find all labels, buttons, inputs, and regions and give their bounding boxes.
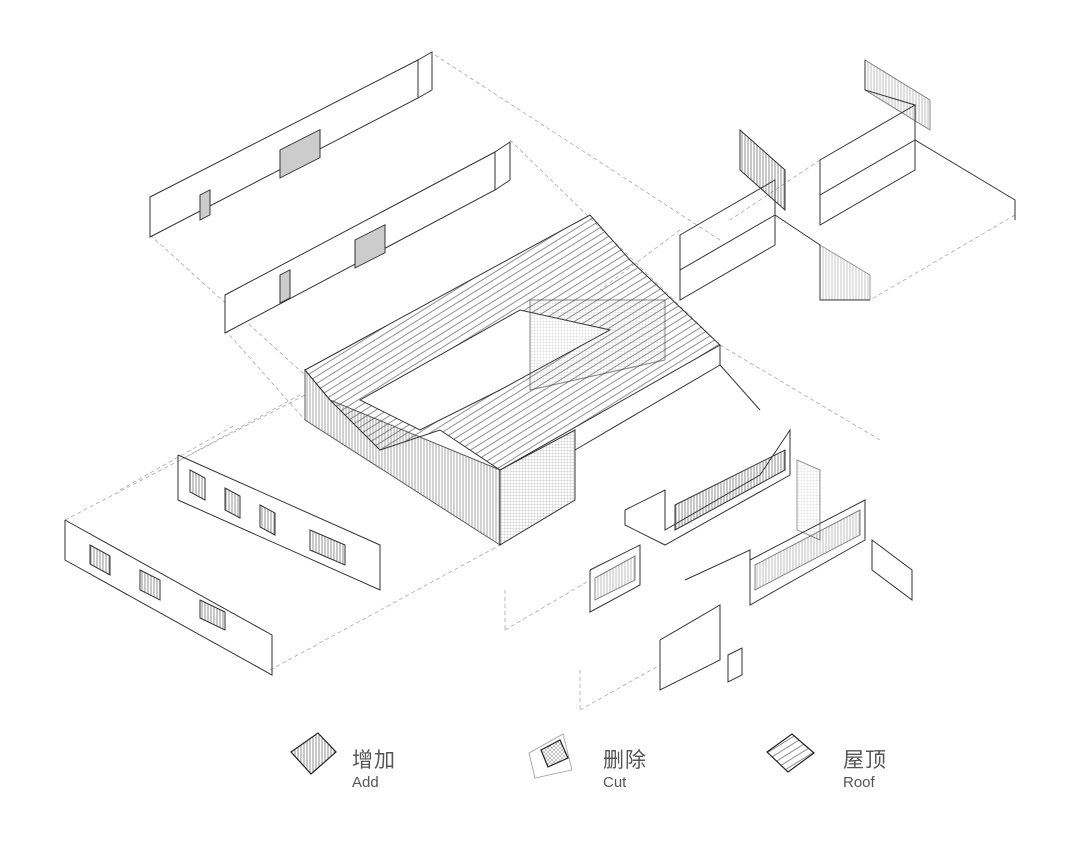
legend-cut-zh: 删除 <box>603 748 647 772</box>
legend-add: 增加 Add <box>352 748 396 791</box>
central-building-block <box>304 214 761 546</box>
cut-swatch-icon <box>540 739 569 768</box>
legend-add-en: Add <box>352 774 379 791</box>
legend-add-zh: 增加 <box>352 748 396 772</box>
lower-left-walls <box>64 454 381 676</box>
add-swatch-icon <box>290 732 337 775</box>
right-box-1 <box>679 128 871 301</box>
legend-cut-en: Cut <box>603 774 627 791</box>
legend-roof-zh: 屋顶 <box>843 748 887 772</box>
projection-lines <box>64 54 1016 711</box>
roof-swatch-icon <box>766 733 815 773</box>
right-box-2 <box>819 59 1016 226</box>
upper-wall-panel-2 <box>224 141 511 334</box>
upper-wall-panel-1 <box>149 51 433 238</box>
legend-roof-en: Roof <box>843 774 875 791</box>
lower-right-walls <box>589 428 913 691</box>
legend-swatches <box>290 732 815 779</box>
cut-swatch-icon-outer <box>528 733 573 779</box>
legend-roof: 屋顶 Roof <box>843 748 887 791</box>
legend-cut: 删除 Cut <box>603 748 647 791</box>
